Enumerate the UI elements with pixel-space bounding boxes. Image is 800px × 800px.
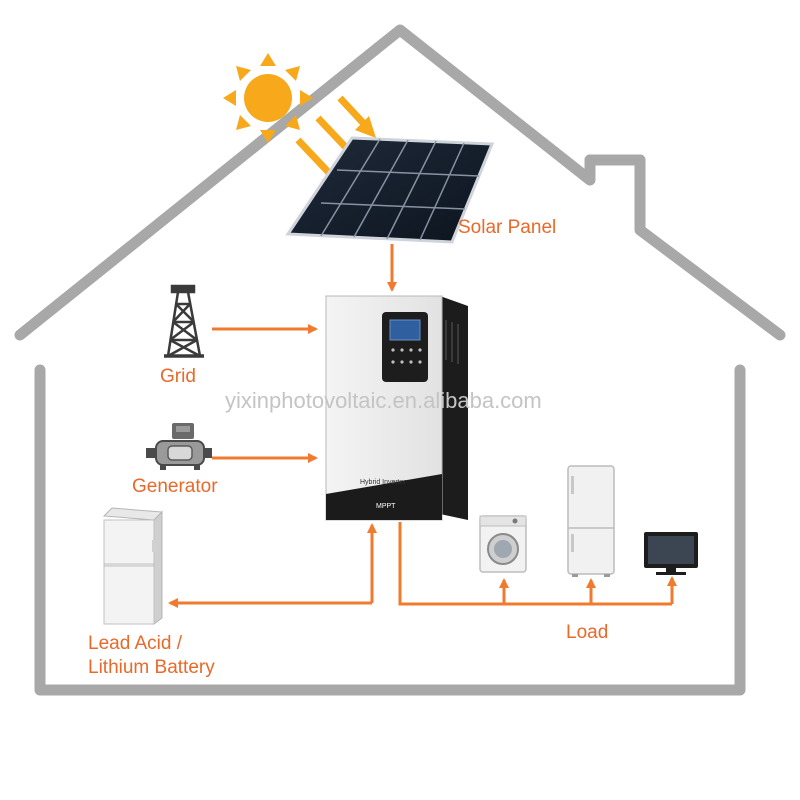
solar-panel-label: Solar Panel xyxy=(458,217,556,238)
solar-panel-icon xyxy=(285,136,495,244)
load-bus-line xyxy=(398,522,672,606)
hybrid-inverter-icon: Hybrid Inverter MPPT xyxy=(325,295,468,521)
watermark: yixinphotovoltaic.en.alibaba.com xyxy=(225,388,542,413)
sun-icon xyxy=(223,53,313,143)
generator-icon xyxy=(146,423,212,470)
grid-label: Grid xyxy=(160,366,196,387)
inverter-mppt-text: MPPT xyxy=(376,503,396,510)
load-label: Load xyxy=(566,622,608,643)
battery-icon xyxy=(102,507,164,625)
chimney xyxy=(584,154,646,230)
grid-tower-icon xyxy=(164,284,204,358)
washing-machine-icon xyxy=(479,515,527,573)
battery-label-line1: Lead Acid / xyxy=(88,633,183,654)
generator-label: Generator xyxy=(132,476,218,497)
inverter-model-text: Hybrid Inverter xyxy=(360,479,407,486)
monitor-icon xyxy=(644,532,698,575)
refrigerator-icon xyxy=(567,465,615,577)
battery-label-line2: Lithium Battery xyxy=(88,657,215,678)
